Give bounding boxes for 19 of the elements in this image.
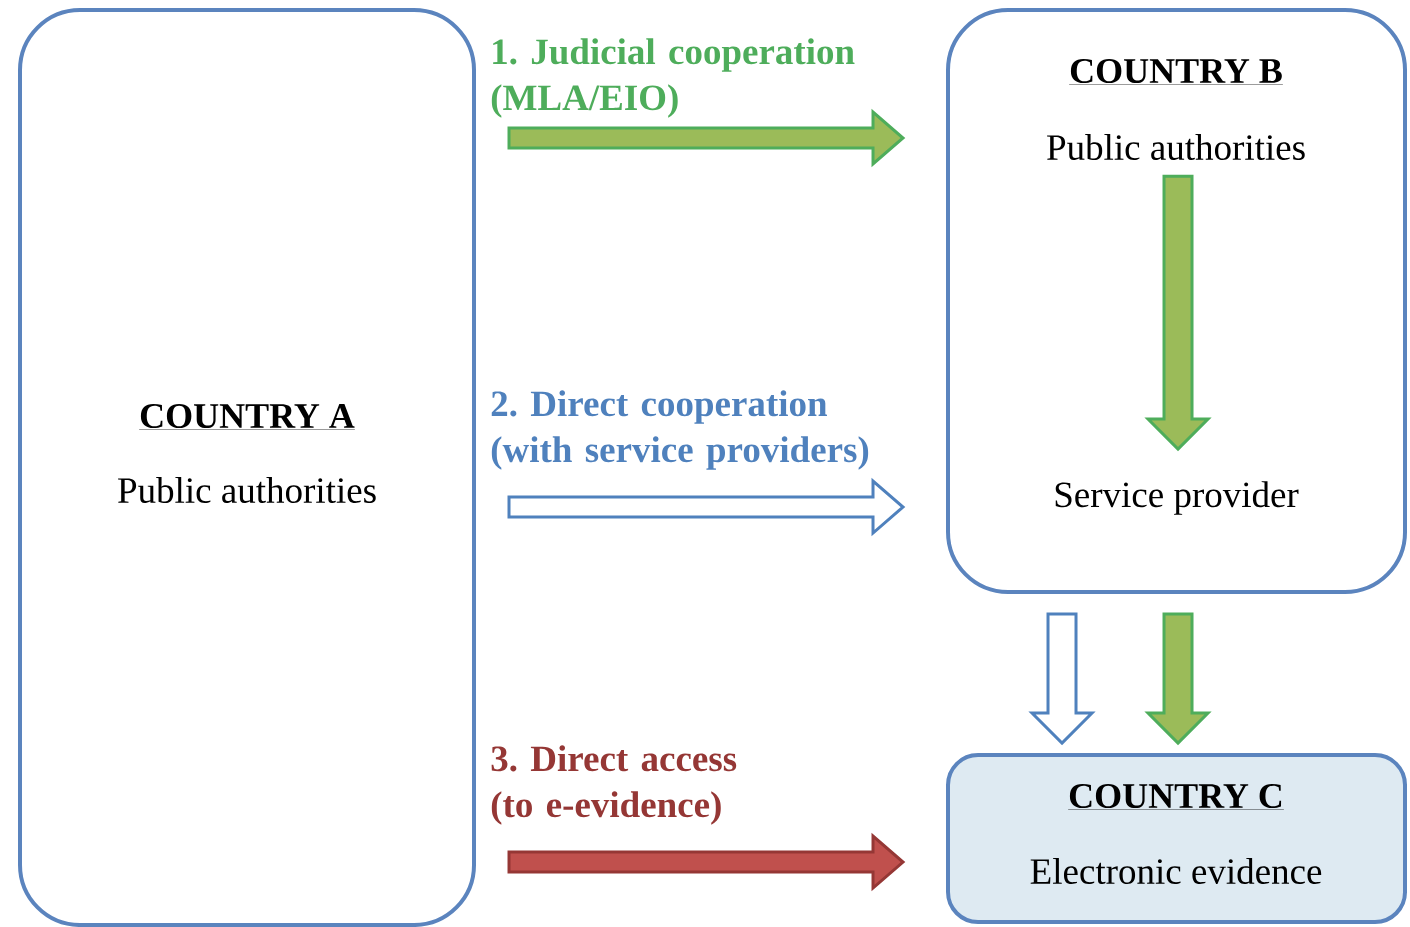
- block-arrow: [507, 477, 906, 537]
- edge-label: 3. Direct access (to e-evidence): [491, 745, 737, 825]
- block-arrow: [507, 108, 906, 168]
- edge-label: 1. Judicial cooperation (MLA/EIO): [491, 38, 855, 118]
- country-box: [946, 8, 1407, 594]
- country-box: [18, 8, 476, 927]
- country-heading: COUNTRY B: [1068, 58, 1284, 85]
- node-text: Service provider: [1055, 481, 1299, 515]
- block-arrow: [507, 832, 906, 892]
- block-arrow: [1028, 612, 1096, 746]
- country-heading: COUNTRY C: [1067, 783, 1285, 810]
- block-arrow: [1144, 174, 1212, 452]
- block-arrow: [1144, 612, 1212, 746]
- node-text: Public authorities: [118, 477, 376, 503]
- country-box: [946, 753, 1407, 924]
- node-text: Electronic evidence: [1030, 858, 1322, 885]
- country-heading: COUNTRY A: [138, 403, 356, 430]
- edge-label: 2. Direct cooperation (with service providers): [491, 390, 869, 470]
- node-text: Public authorities: [1047, 134, 1305, 160]
